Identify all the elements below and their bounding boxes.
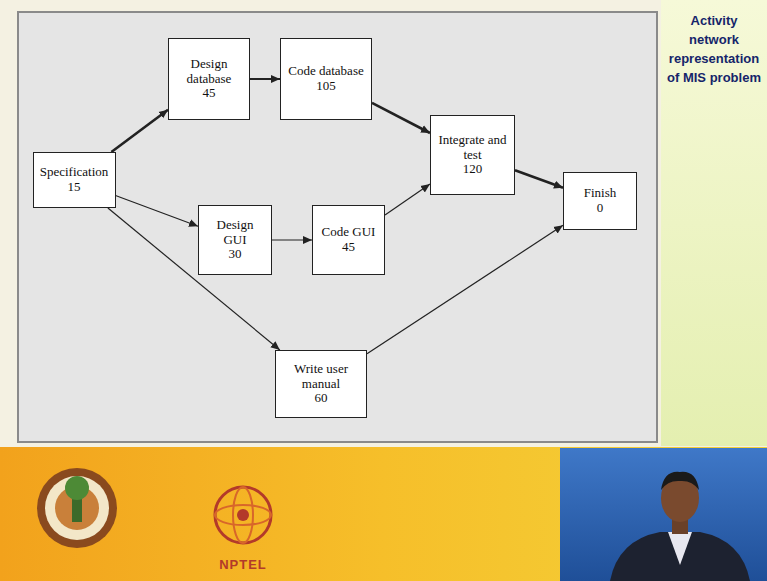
side-panel — [661, 0, 767, 446]
presenter-video — [560, 448, 767, 581]
slide-heading: Activity network representation of MIS p… — [661, 12, 767, 87]
activity-box: Code GUI45 — [312, 205, 385, 275]
nptel-logo — [215, 487, 271, 543]
precedence-arrow — [250, 78, 280, 80]
activity-box: Design database45 — [168, 38, 250, 120]
activity-box: Integrate and test120 — [430, 115, 515, 195]
activity-duration: 60 — [315, 391, 328, 406]
activity-duration: 105 — [316, 79, 336, 94]
activity-duration: 30 — [229, 247, 242, 262]
diagram-panel — [18, 12, 657, 442]
precedence-arrow — [272, 239, 312, 240]
activity-duration: 15 — [68, 180, 81, 195]
activity-box: Specification15 — [33, 152, 116, 208]
precedence-arrow — [515, 170, 563, 187]
activity-box: Design GUI30 — [198, 205, 272, 275]
precedence-arrow — [367, 225, 563, 353]
activity-name: Design GUI — [205, 218, 265, 248]
activity-duration: 45 — [342, 240, 355, 255]
precedence-arrow — [116, 196, 199, 227]
activity-duration: 120 — [463, 162, 483, 177]
precedence-arrow — [385, 184, 430, 215]
activity-name: Code GUI — [322, 225, 376, 240]
activity-duration: 45 — [203, 86, 216, 101]
activity-name: Write user manual — [282, 362, 360, 392]
institute-logo — [37, 468, 117, 548]
precedence-arrow — [372, 103, 430, 133]
activity-name: Design database — [175, 57, 243, 87]
activity-name: Finish — [584, 186, 617, 201]
activity-box: Write user manual60 — [275, 350, 367, 418]
activity-box: Finish0 — [563, 172, 637, 230]
activity-name: Integrate and test — [437, 133, 508, 163]
logo-caption: NPTEL — [208, 557, 278, 572]
activity-duration: 0 — [597, 201, 604, 216]
precedence-arrow — [111, 110, 168, 152]
activity-name: Specification — [40, 165, 109, 180]
activity-box: Code database105 — [280, 38, 372, 120]
footer-band — [0, 447, 767, 581]
activity-name: Code database — [288, 64, 363, 79]
